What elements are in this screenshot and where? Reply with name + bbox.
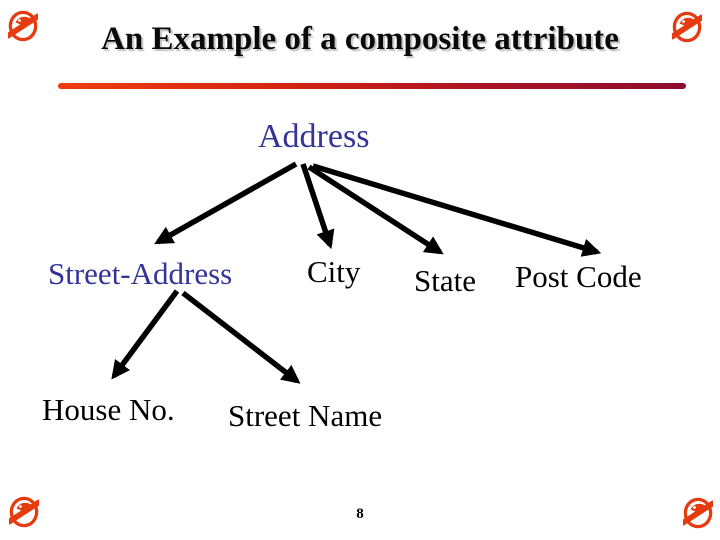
node-street-address: Street-Address	[48, 256, 233, 291]
node-post-code: Post Code	[515, 259, 642, 294]
node-street-name: Street Name	[228, 398, 383, 433]
node-address: Address	[258, 118, 370, 155]
slide-title: An Example of a composite attribute	[101, 21, 619, 57]
arrow-address-to-street-address	[154, 161, 298, 245]
title-divider	[58, 83, 686, 89]
arrow-street-address-to-house-no	[111, 289, 180, 380]
arrow-address-to-post-code	[312, 163, 602, 257]
arrow-address-to-state	[307, 164, 444, 255]
page-number: 8	[356, 506, 364, 522]
node-state: State	[414, 263, 476, 298]
arrow-street-address-to-street-name	[181, 290, 301, 384]
arrow-address-to-city	[300, 163, 335, 250]
node-house-no: House No.	[42, 392, 175, 427]
node-city: City	[307, 254, 361, 289]
